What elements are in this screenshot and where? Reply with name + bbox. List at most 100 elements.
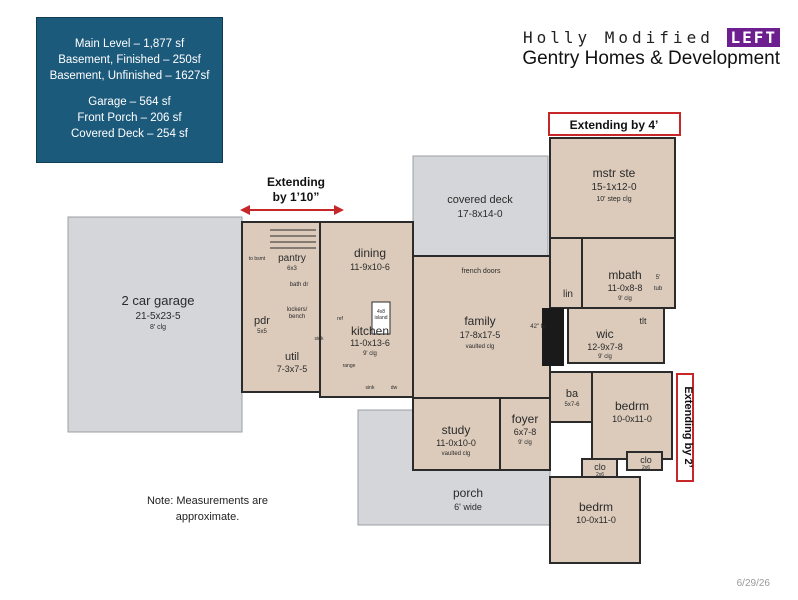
dw-label: dw <box>391 385 398 391</box>
family-area <box>412 255 551 399</box>
model-text: Holly Modified <box>522 28 714 47</box>
measurement-note: Note: Measurements are approximate. <box>135 493 280 525</box>
util-name: util <box>285 351 299 363</box>
basement-finished-sf: Basement, Finished – 250sf <box>58 54 201 66</box>
clo2-area <box>626 451 663 471</box>
clo1-name: clo <box>594 462 606 472</box>
lin-label: lin <box>563 289 573 300</box>
company-name: Gentry Homes & Development <box>522 48 780 69</box>
model-name: Holly Modified LEFT <box>522 28 780 47</box>
extend-master-label: Extending by 4’ <box>570 118 659 132</box>
extend-dining-label-2: by 1’10” <box>273 190 320 204</box>
extend-dining-label-1: Extending <box>267 175 325 189</box>
note-line-1: Note: Measurements are <box>146 495 269 507</box>
wic-dim: 12-9x7-8 <box>587 342 623 352</box>
bedrm2-area <box>549 476 641 564</box>
foyer-name: foyer <box>512 412 539 426</box>
porch-name: porch <box>453 486 483 500</box>
wic-note: 9' clg <box>598 354 612 360</box>
bedrm1-area <box>591 371 673 460</box>
covered-deck-name: covered deck <box>447 194 513 206</box>
callout-bedroom-box <box>676 373 694 482</box>
wic-area <box>567 307 665 364</box>
bedrm1-name: bedrm <box>615 399 649 413</box>
tub-label-2: tub <box>654 286 663 292</box>
fireplace-label: 42" fp <box>530 324 546 330</box>
family-note: vaulted clg <box>466 344 495 350</box>
square-footage-box: Main Level – 1,877 sf Basement, Finished… <box>36 17 223 163</box>
wic-name: wic <box>595 327 613 341</box>
study-dim: 11-0x10-0 <box>436 438 476 448</box>
clo2-dim: 2x6 <box>642 465 650 471</box>
foyer-dim: 6x7-8 <box>514 427 537 437</box>
family-name: family <box>464 314 495 328</box>
mstr-ste-dim: 15-1x12-0 <box>591 182 636 193</box>
dining-name: dining <box>354 246 386 260</box>
range-label: range <box>343 363 356 369</box>
model-tag: LEFT <box>727 28 780 47</box>
clo2-name: clo <box>640 455 652 465</box>
garage-dim: 21-5x23-5 <box>135 311 180 322</box>
lin-area <box>549 237 583 309</box>
extend-bedroom-label: Extending by 2’ <box>682 386 694 467</box>
garage-note: 8' clg <box>150 324 166 331</box>
porch-dim: 6' wide <box>454 502 482 512</box>
mstr-ste-name: mstr ste <box>593 166 636 180</box>
util-dim: 7-3x7-5 <box>277 364 308 374</box>
study-note: vaulted clg <box>442 451 471 457</box>
pantry-name: pantry <box>278 253 306 264</box>
bedrm1-dim: 10-0x11-0 <box>612 414 652 424</box>
mstr-ste-note: 10' step clg <box>596 196 631 203</box>
study-area <box>412 397 501 471</box>
pdr-name: pdr <box>254 315 270 327</box>
note-line-2: approximate. <box>175 511 240 523</box>
mbath-note: 9' clg <box>618 296 632 302</box>
tub-label-1: 5' <box>656 275 660 281</box>
dining-kitchen-area <box>319 221 414 398</box>
garage-sf: Garage – 564 sf <box>88 96 171 108</box>
basement-unfinished-sf: Basement, Unfinished – 1627sf <box>49 70 210 82</box>
family-dim: 17-8x17-5 <box>460 330 501 340</box>
bath-dr-label: bath dr <box>290 282 309 288</box>
kitchen-island <box>371 301 391 335</box>
fireplace-block <box>542 308 564 366</box>
kitchen-dim: 11-0x13-6 <box>350 338 390 348</box>
plan-title: Holly Modified LEFT Gentry Homes & Devel… <box>522 28 780 70</box>
covered-deck-area <box>412 155 549 257</box>
extend-arrow-icon <box>240 205 344 215</box>
bench-label: bench <box>289 314 305 320</box>
small-sink-label: sink <box>315 336 324 342</box>
plan-date: 6/29/26 <box>736 578 770 589</box>
ba-name: ba <box>566 388 579 400</box>
main-level-sf: Main Level – 1,877 sf <box>74 38 185 50</box>
pdr-dim: 5x5 <box>257 329 267 335</box>
lockers-label: lockers/ <box>287 307 308 313</box>
foyer-note: 9' clg <box>518 440 532 446</box>
kitchen-name: kitchen <box>351 324 389 338</box>
mbath-area <box>581 237 676 309</box>
interior-rooms <box>241 137 676 564</box>
tlt-label: tlt <box>639 316 647 326</box>
bedrm2-dim: 10-0x11-0 <box>576 515 616 525</box>
room-labels: 2 car garage 21-5x23-5 8' clg covered de… <box>122 166 663 525</box>
dining-dim: 11-9x10-6 <box>350 262 390 272</box>
mudroom-area <box>241 221 321 393</box>
ba-dim: 5x7-6 <box>564 402 580 408</box>
sink-label: sink <box>366 385 375 391</box>
mbath-dim: 11-0x8-8 <box>608 283 643 293</box>
covered-deck-sf: Covered Deck – 254 sf <box>71 128 188 140</box>
covered-deck-dim: 17-8x14-0 <box>457 209 502 220</box>
kitchen-note: 9' clg <box>363 351 377 357</box>
to-bsmt-label: to bsmt <box>249 256 266 262</box>
island-label-2: island <box>374 315 387 321</box>
mbath-name: mbath <box>608 268 641 282</box>
pantry-dim: 6x3 <box>287 266 297 272</box>
clo1-dim: 2x6 <box>596 472 604 478</box>
foyer-area <box>499 397 551 471</box>
front-porch-sf: Front Porch – 206 sf <box>77 112 182 124</box>
garage-name: 2 car garage <box>122 293 195 308</box>
island-label-1: 4x8 <box>377 309 385 315</box>
study-name: study <box>442 423 471 437</box>
french-doors-label: french doors <box>462 268 501 275</box>
